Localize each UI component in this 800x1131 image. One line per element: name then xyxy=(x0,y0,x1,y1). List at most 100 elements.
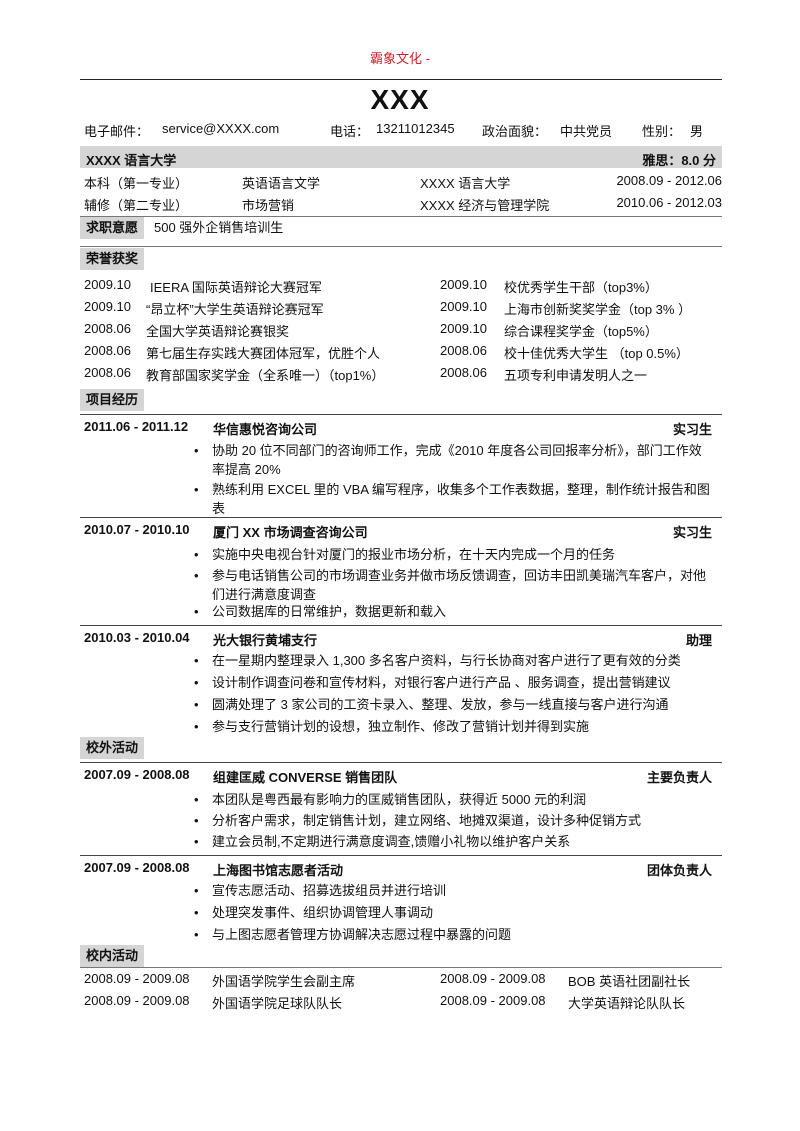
entry-org: 上海图书馆志愿者活动 xyxy=(213,863,344,878)
education-row: 辅修（第二专业） 市场营销 XXXX 经济与管理学院 2010.06 - 201… xyxy=(84,195,724,215)
honor-date: 2008.06 xyxy=(84,321,131,336)
bullet-dot-icon: • xyxy=(194,547,199,562)
bullet-item: • 参与电话销售公司的市场调查业务并做市场反馈调查，回访丰田凯美瑞汽车客户，对他… xyxy=(194,566,714,604)
bullet-item: • 公司数据库的日常维护，数据更新和载入 xyxy=(194,602,714,621)
bullet-dot-icon: • xyxy=(194,905,199,920)
bullet-dot-icon: • xyxy=(194,675,199,690)
bullet-text: 公司数据库的日常维护，数据更新和载入 xyxy=(212,604,447,619)
activity-entry-header: 2007.09 - 2008.08 上海图书馆志愿者活动 团体负责人 xyxy=(80,855,722,878)
entry-date: 2010.03 - 2010.04 xyxy=(84,630,190,645)
honor-text: 全国大学英语辩论赛银奖 xyxy=(146,324,290,339)
politics-value: 中共党员 xyxy=(560,124,613,139)
honor-date: 2008.06 xyxy=(84,343,131,358)
campus-text: BOB 英语社团副社长 xyxy=(568,974,691,989)
honor-item: 2009.10 IEERA 国际英语辩论大赛冠军 xyxy=(84,277,404,297)
honor-text: “昂立杯”大学生英语辩论赛冠军 xyxy=(146,302,324,317)
bullet-dot-icon: • xyxy=(194,834,199,849)
bullet-dot-icon: • xyxy=(194,482,199,497)
bullet-item: • 分析客户需求，制定销售计划，建立网络、地摊双渠道，设计多种促销方式 xyxy=(194,811,714,830)
bullet-text: 协助 20 位不同部门的咨询师工作，完成《2010 年度各公司回报率分析》，部门… xyxy=(212,443,702,477)
project-entry-header: 2010.03 - 2010.04 光大银行黄埔支行 助理 xyxy=(80,625,722,648)
degree-period: 2008.09 - 2012.06 xyxy=(616,173,722,188)
politics-label: 政治面貌： xyxy=(482,124,548,139)
degree-major: 英语语言文学 xyxy=(242,176,321,191)
project-entry-header: 2011.06 - 2011.12 华信惠悦咨询公司 实习生 xyxy=(80,414,722,437)
entry-date: 2010.07 - 2010.10 xyxy=(84,522,190,537)
school-name: XXXX 语言大学 xyxy=(86,153,177,168)
honor-text: 第七届生存实践大赛团体冠军，优胜个人 xyxy=(146,346,381,361)
entry-role: 实习生 xyxy=(672,422,712,437)
bullet-dot-icon: • xyxy=(194,927,199,942)
bullet-text: 参与电话销售公司的市场调查业务并做市场反馈调查，回访丰田凯美瑞汽车客户，对他们进… xyxy=(212,568,707,602)
phone-label: 电话： xyxy=(330,124,370,139)
honor-item: 2009.10 “昂立杯”大学生英语辩论赛冠军 xyxy=(84,299,404,319)
honor-item: 2009.10 上海市创新奖奖学金（top 3% ） xyxy=(440,299,722,319)
campus-label: 校内活动 xyxy=(80,945,145,967)
bullet-dot-icon: • xyxy=(194,697,199,712)
objective-text: 500 强外企销售培训生 xyxy=(154,220,284,235)
entry-org: 华信惠悦咨询公司 xyxy=(213,422,318,437)
bullet-item: • 宣传志愿活动、招募选拔组员并进行培训 xyxy=(194,881,714,900)
bullet-dot-icon: • xyxy=(194,443,199,458)
bullet-text: 本团队是粤西最有影响力的匡威销售团队，获得近 5000 元的利润 xyxy=(212,792,587,807)
email-label: 电子邮件： xyxy=(84,124,150,139)
campus-row: 2008.09 - 2009.08 外国语学院足球队队长 2008.09 - 2… xyxy=(84,993,724,1013)
entry-role: 助理 xyxy=(685,633,712,648)
education-bar: XXXX 语言大学 雅思：8.0 分 xyxy=(80,146,722,168)
bullet-dot-icon: • xyxy=(194,568,199,583)
bullet-item: • 在一星期内整理录入 1,300 多名客户资料，与行长协商对客户进行了更有效的… xyxy=(194,651,714,670)
ielts-score: 雅思：8.0 分 xyxy=(642,153,716,168)
honor-text: IEERA 国际英语辩论大赛冠军 xyxy=(150,280,322,295)
bullet-item: • 协助 20 位不同部门的咨询师工作，完成《2010 年度各公司回报率分析》，… xyxy=(194,441,714,479)
campus-text: 大学英语辩论队队长 xyxy=(568,996,686,1011)
honor-text: 上海市创新奖奖学金（top 3% ） xyxy=(504,302,692,317)
bullet-text: 分析客户需求，制定销售计划，建立网络、地摊双渠道，设计多种促销方式 xyxy=(212,813,642,828)
bullet-item: • 建立会员制,不定期进行满意度调查,馈赠小礼物以维护客户关系 xyxy=(194,832,714,851)
education-row: 本科（第一专业） 英语语言文学 XXXX 语言大学 2008.09 - 2012… xyxy=(84,173,724,193)
entry-date: 2007.09 - 2008.08 xyxy=(84,767,190,782)
honor-text: 五项专利申请发明人之一 xyxy=(504,368,648,383)
bullet-dot-icon: • xyxy=(194,883,199,898)
honor-date: 2009.10 xyxy=(84,277,131,292)
honor-date: 2009.10 xyxy=(440,321,487,336)
bullet-item: • 熟练利用 EXCEL 里的 VBA 编写程序，收集多个工作表数据，整理，制作… xyxy=(194,480,714,518)
phone-value: 13211012345 xyxy=(376,121,455,136)
bullet-text: 圆满处理了 3 家公司的工资卡录入、整理、发放，参与一线直接与客户进行沟通 xyxy=(212,697,669,712)
honor-item: 2008.06 校十佳优秀大学生 （top 0.5%） xyxy=(440,343,722,363)
honor-item: 2008.06 第七届生存实践大赛团体冠军，优胜个人 xyxy=(84,343,404,363)
degree-period: 2010.06 - 2012.03 xyxy=(616,195,722,210)
bullet-item: • 与上图志愿者管理方协调解决志愿过程中暴露的问题 xyxy=(194,925,714,944)
bullet-dot-icon: • xyxy=(194,792,199,807)
honor-date: 2008.06 xyxy=(84,365,131,380)
bullet-dot-icon: • xyxy=(194,813,199,828)
degree-type: 辅修（第二专业） xyxy=(84,198,189,213)
degree-major: 市场营销 xyxy=(242,198,295,213)
divider xyxy=(80,967,722,968)
bullet-dot-icon: • xyxy=(194,653,199,668)
bullet-item: • 设计制作调查问卷和宣传材料，对银行客户进行产品 、服务调查，提出营销建议 xyxy=(194,673,714,692)
honor-item: 2009.10 校优秀学生干部（top3%） xyxy=(440,277,722,297)
divider xyxy=(80,216,722,217)
honor-item: 2008.06 五项专利申请发明人之一 xyxy=(440,365,722,385)
contact-line: 电子邮件： service@XXXX.com 电话： 13211012345 政… xyxy=(84,121,724,139)
bullet-dot-icon: • xyxy=(194,719,199,734)
bullet-item: • 参与支行营销计划的设想，独立制作、修改了营销计划并得到实施 xyxy=(194,717,714,736)
honor-text: 校十佳优秀大学生 （top 0.5%） xyxy=(504,346,689,361)
honor-text: 综合课程奖学金（top5%） xyxy=(504,324,658,339)
bullet-item: • 实施中央电视台针对厦门的报业市场分析，在十天内完成一个月的任务 xyxy=(194,545,714,564)
honor-date: 2008.06 xyxy=(440,365,487,380)
degree-school: XXXX 语言大学 xyxy=(420,176,511,191)
gender-label: 性别： xyxy=(642,124,682,139)
project-entry-header: 2010.07 - 2010.10 厦门 XX 市场调查咨询公司 实习生 xyxy=(80,517,722,540)
bullet-dot-icon: • xyxy=(194,604,199,619)
campus-date: 2008.09 - 2009.08 xyxy=(84,971,190,986)
campus-date: 2008.09 - 2009.08 xyxy=(440,971,546,986)
bullet-text: 参与支行营销计划的设想，独立制作、修改了营销计划并得到实施 xyxy=(212,719,590,734)
entry-org: 组建匡威 CONVERSE 销售团队 xyxy=(213,770,398,785)
entry-date: 2011.06 - 2011.12 xyxy=(84,419,189,434)
bullet-item: • 本团队是粤西最有影响力的匡威销售团队，获得近 5000 元的利润 xyxy=(194,790,714,809)
entry-org: 厦门 XX 市场调查咨询公司 xyxy=(213,525,368,540)
bullet-item: • 圆满处理了 3 家公司的工资卡录入、整理、发放，参与一线直接与客户进行沟通 xyxy=(194,695,714,714)
bullet-text: 处理突发事件、组织协调管理人事调动 xyxy=(212,905,434,920)
